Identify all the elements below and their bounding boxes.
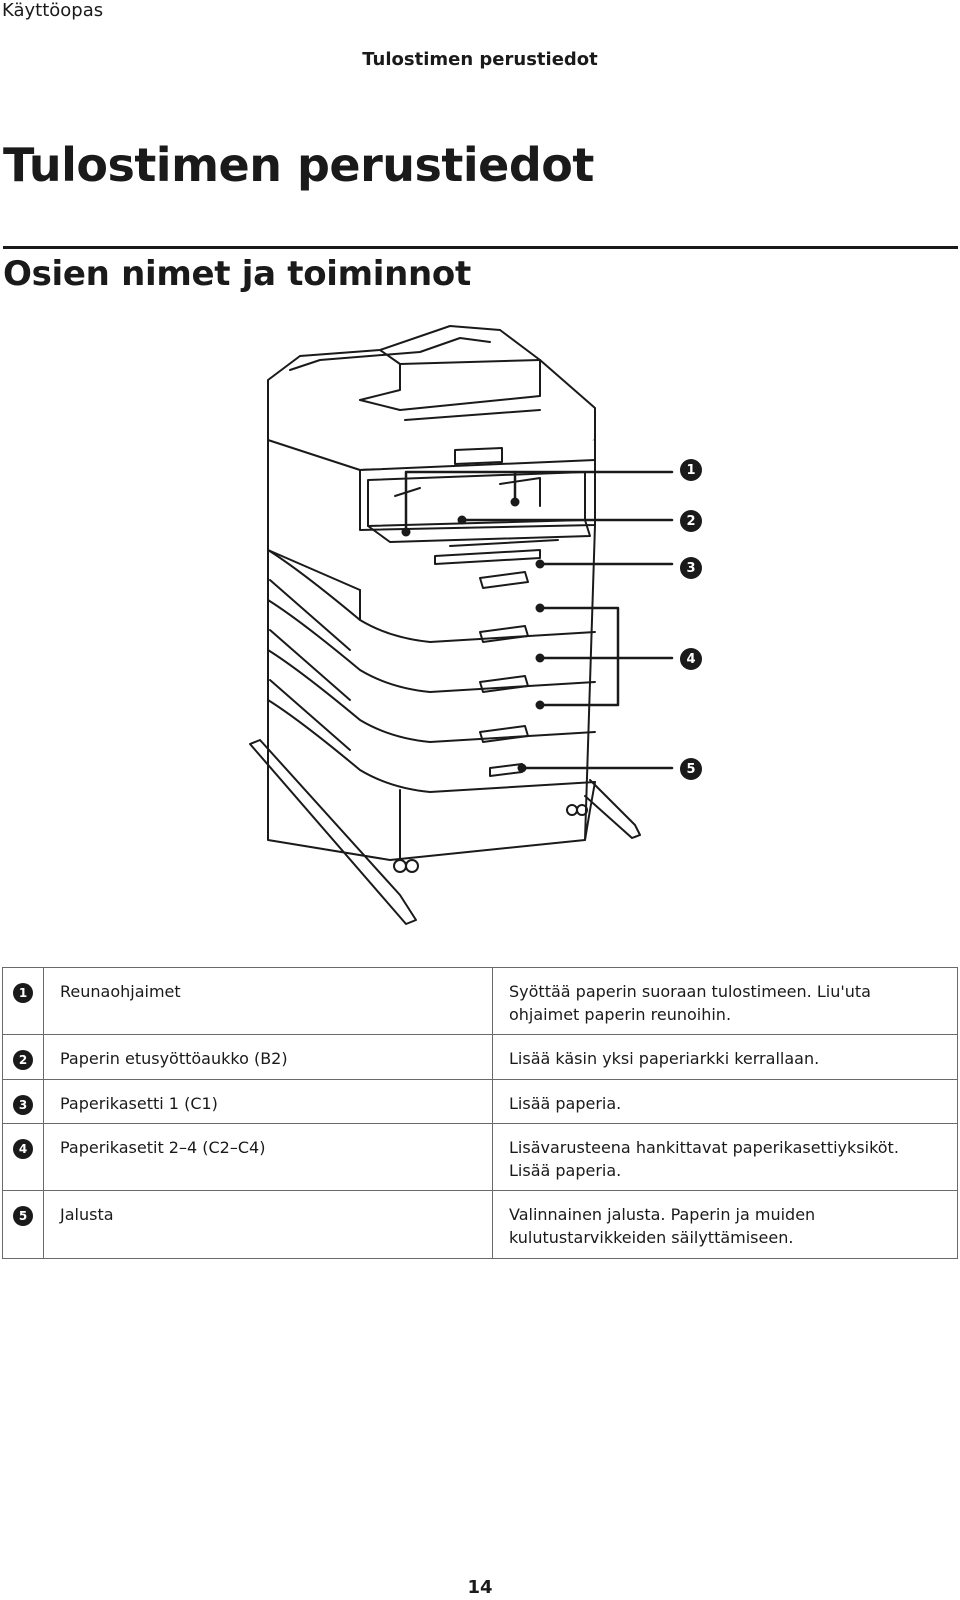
part-number-cell: 3	[2, 1078, 44, 1124]
part-name: Reunaohjaimet	[43, 966, 493, 1036]
part-number-badge: 3	[13, 1094, 33, 1115]
part-description: Syöttää paperin suoraan tulostimeen. Liu…	[492, 966, 958, 1036]
part-number-badge: 1	[13, 983, 33, 1003]
part-number-cell: 2	[2, 1034, 44, 1080]
table-row: 3 Paperikasetti 1 (C1) Lisää paperia.	[2, 1078, 958, 1124]
chapter-title: Tulostimen perustiedot	[3, 138, 594, 192]
running-head: Käyttöopas	[2, 0, 104, 21]
part-number-cell: 1	[2, 966, 44, 1036]
table-row: 4 Paperikasetit 2–4 (C2–C4) Lisävarustee…	[2, 1122, 958, 1192]
part-description: Lisää käsin yksi paperiarkki kerrallaan.	[492, 1034, 958, 1080]
figure-callout-2: 2	[680, 510, 702, 532]
part-description: Valinnainen jalusta. Paperin ja muiden k…	[492, 1190, 958, 1259]
printer-illustration: 1 2 3 4 5	[240, 320, 720, 940]
figure-callout-4: 4	[680, 648, 702, 670]
table-row: 1 Reunaohjaimet Syöttää paperin suoraan …	[2, 966, 958, 1036]
printer-drawing	[249, 325, 674, 925]
part-name: Paperikasetit 2–4 (C2–C4)	[43, 1122, 493, 1192]
part-description: Lisävarusteena hankittavat paperikasetti…	[492, 1122, 958, 1192]
table-row: 5 Jalusta Valinnainen jalusta. Paperin j…	[2, 1190, 958, 1259]
part-name: Paperin etusyöttöaukko (B2)	[43, 1034, 493, 1080]
table-row: 2 Paperin etusyöttöaukko (B2) Lisää käsi…	[2, 1034, 958, 1080]
part-number-badge: 4	[13, 1138, 33, 1159]
part-number-cell: 5	[2, 1190, 44, 1259]
figure-callout-3: 3	[680, 557, 702, 579]
section-divider	[3, 246, 958, 249]
parts-table: 1 Reunaohjaimet Syöttää paperin suoraan …	[2, 966, 958, 1259]
page-number: 14	[467, 1577, 493, 1598]
figure-callout-1: 1	[680, 459, 702, 481]
section-title: Osien nimet ja toiminnot	[3, 254, 471, 294]
part-number-badge: 5	[13, 1206, 33, 1227]
part-name: Jalusta	[43, 1190, 493, 1259]
part-description: Lisää paperia.	[492, 1078, 958, 1124]
part-name: Paperikasetti 1 (C1)	[43, 1078, 493, 1124]
part-number-badge: 2	[13, 1050, 33, 1071]
part-number-cell: 4	[2, 1122, 44, 1192]
running-title: Tulostimen perustiedot	[362, 49, 598, 70]
figure-callout-5: 5	[680, 758, 702, 780]
